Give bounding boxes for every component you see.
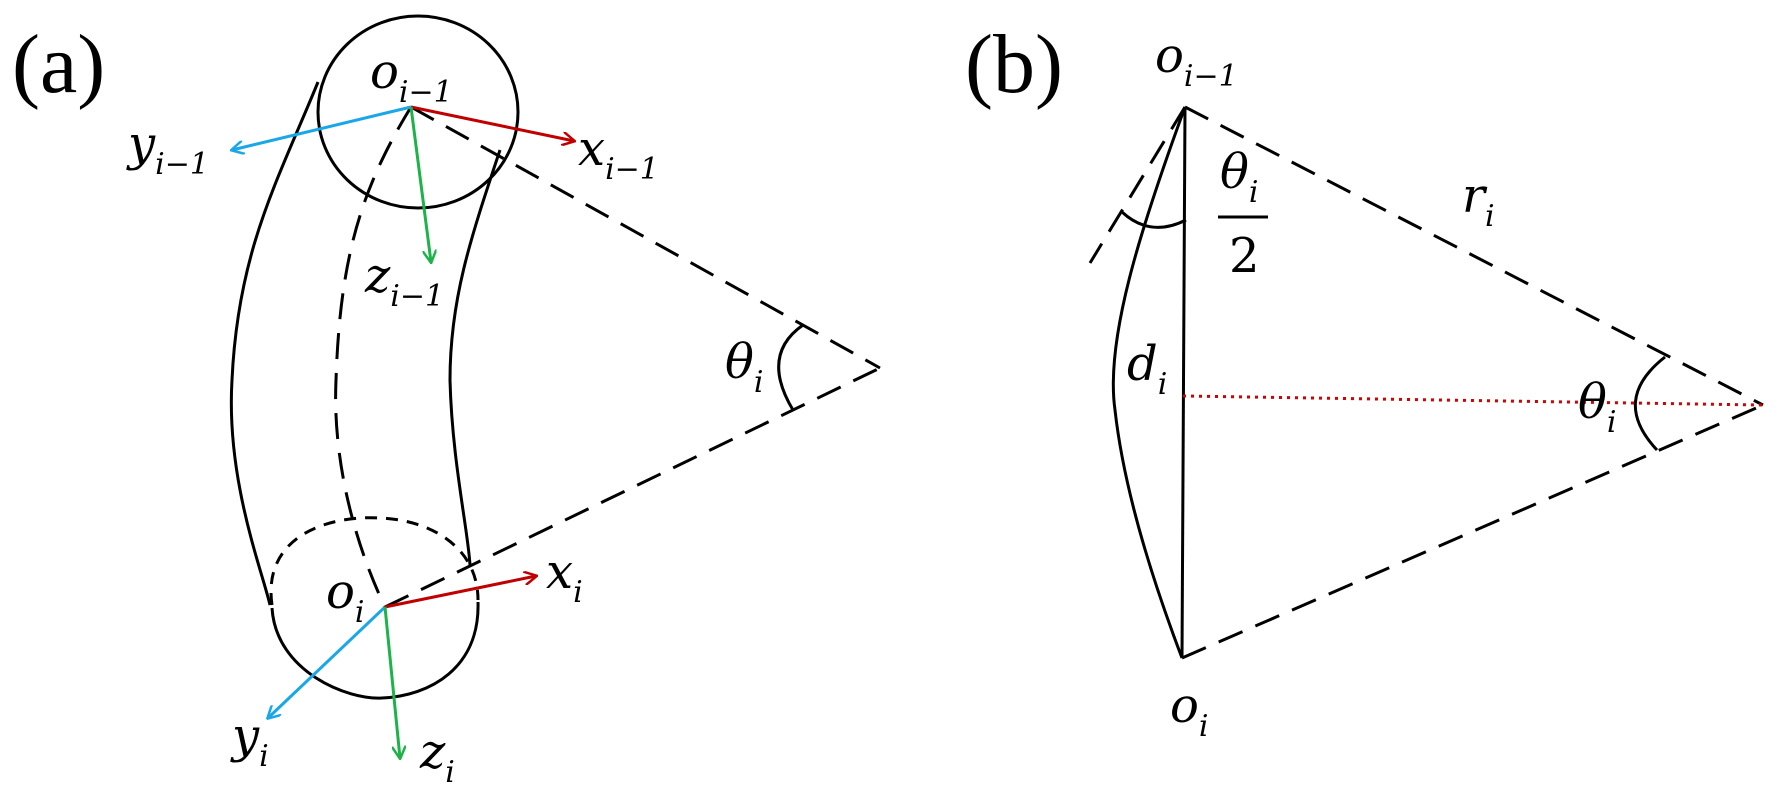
x-i-axis-arrow [384, 576, 536, 609]
x-prev-axis-arrow [410, 105, 574, 141]
chord-line [1180, 106, 1187, 659]
label-d-i: di [1127, 336, 1167, 402]
tangent-line [1088, 106, 1187, 264]
bend-angle-arc [777, 323, 804, 411]
label-z-prev: zi−1 [364, 248, 444, 314]
tube-left-edge [229, 81, 320, 606]
fraction-denominator: 2 [1229, 228, 1260, 284]
radius-line-bottom [384, 366, 881, 609]
half-theta-fraction: θi 2 [1218, 144, 1268, 284]
panel-a: (a) oi−1 xi−1 yi−1 zi−1 θi oi xi yi zi [12, 14, 881, 790]
arc-curve [1111, 106, 1187, 659]
panel-b-label: (b) [965, 18, 1063, 111]
label-z-i: zi [419, 724, 455, 790]
tube-right-edge [448, 149, 502, 566]
y-i-axis-arrow [268, 605, 387, 718]
label-x-i: xi [546, 544, 583, 610]
label-o-prev-b: oi−1 [1155, 28, 1238, 94]
center-angle-arc [1634, 355, 1666, 452]
label-x-prev: xi−1 [578, 121, 659, 187]
label-o-i: oi [326, 564, 365, 630]
bottom-section-back-arc [269, 516, 480, 606]
bottom-section-front-arc [270, 601, 480, 700]
radius-line-top-b [1184, 105, 1764, 407]
label-o-prev: oi−1 [370, 44, 453, 110]
radius-line-top [410, 105, 881, 370]
z-i-axis-arrow [383, 606, 400, 758]
panel-b: (b) oi−1 oi ri di θi θi 2 [965, 18, 1764, 744]
y-prev-axis-arrow [232, 105, 412, 150]
half-angle-arc [1120, 210, 1187, 229]
top-section-circle [316, 14, 520, 210]
label-y-i: yi [230, 708, 269, 774]
label-o-i-b: oi [1170, 678, 1209, 744]
backbone-centerline [334, 106, 413, 608]
label-theta-b: θi [1578, 374, 1617, 440]
bisector-line [1182, 394, 1764, 407]
z-prev-axis-arrow [409, 106, 431, 262]
label-r-i: ri [1462, 168, 1495, 234]
panel-a-label: (a) [12, 18, 105, 111]
radius-line-bottom-b [1181, 403, 1764, 660]
label-theta-a: θi [725, 334, 764, 400]
label-y-prev: yi−1 [126, 116, 209, 182]
fraction-numerator: θi [1220, 144, 1259, 210]
